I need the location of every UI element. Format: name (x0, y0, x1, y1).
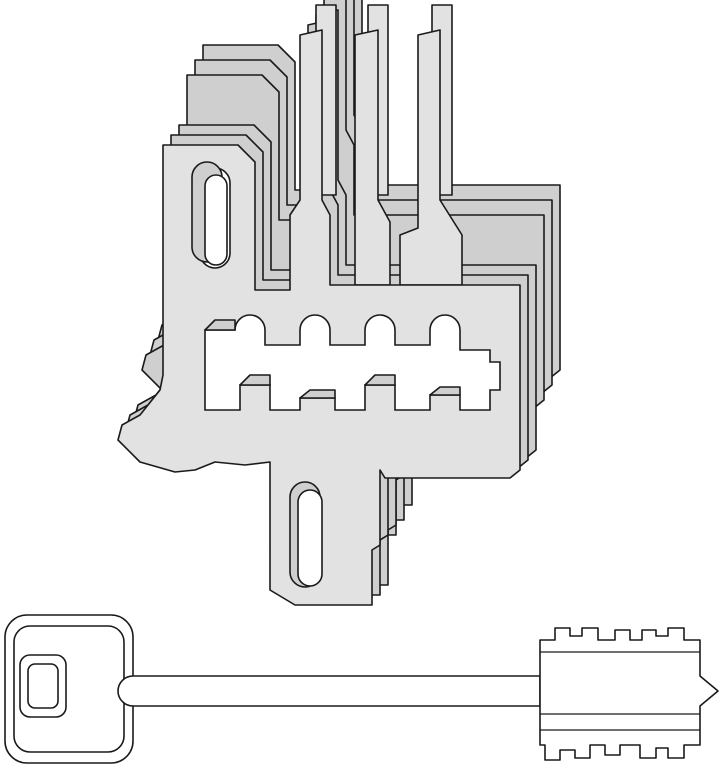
front-lever (117, 29, 521, 606)
key (4, 614, 719, 764)
key-shank (117, 675, 541, 707)
key-gate (204, 314, 501, 411)
key-bit (539, 627, 719, 761)
